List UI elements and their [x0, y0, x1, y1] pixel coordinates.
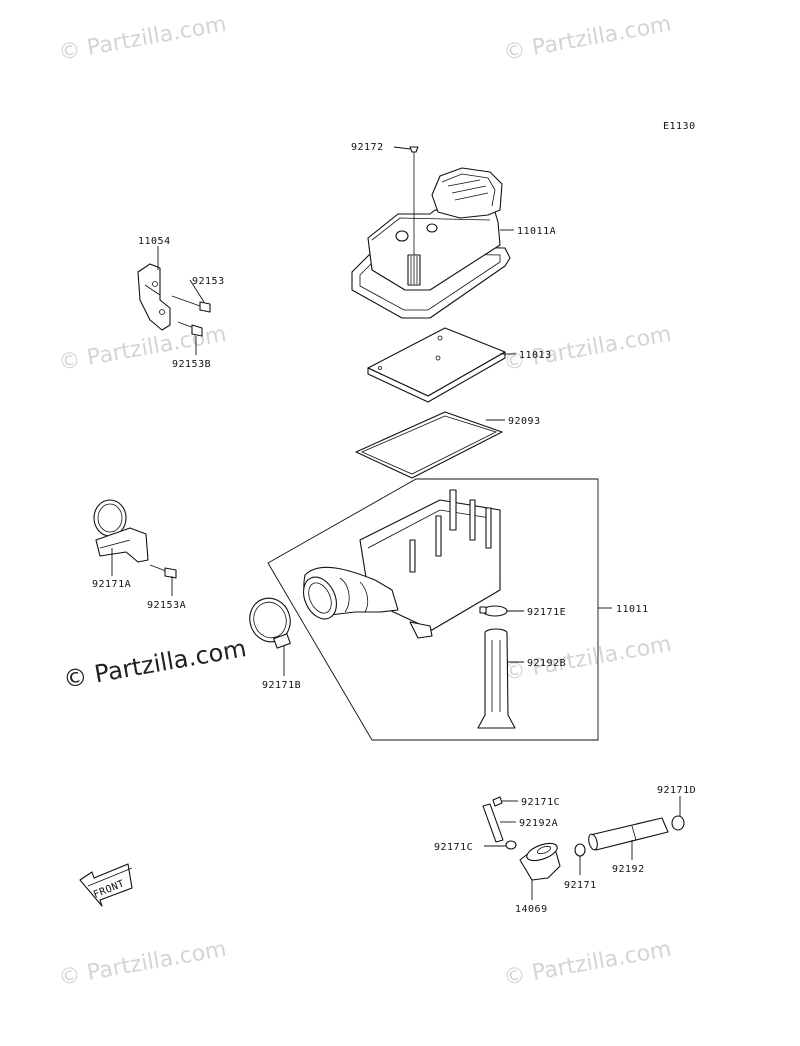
- watermark: © Partzilla.com: [502, 12, 674, 66]
- bracket-11054-drawing: [137, 263, 171, 331]
- part-label-92171C-top: 92171C: [521, 797, 560, 808]
- air-cleaner-case-drawing: [302, 489, 501, 639]
- part-label-92171A: 92171A: [92, 579, 131, 590]
- drain-tube-92192B-drawing: [477, 628, 516, 729]
- clamp-92171A-drawing: [93, 499, 149, 563]
- part-label-11011A: 11011A: [517, 226, 556, 237]
- clamp-92171E-drawing: [479, 605, 508, 617]
- watermark: © Partzilla.com: [502, 937, 674, 991]
- watermark: © Partzilla.com: [502, 322, 674, 376]
- part-label-92171: 92171: [564, 880, 597, 891]
- clamp-92171B-drawing: [249, 597, 291, 649]
- part-labels: 92172 11011A 11054 92153 92153B 11013 92…: [92, 142, 696, 915]
- diagram-code: E1130: [663, 121, 696, 132]
- assembly-outline: [267, 478, 599, 741]
- bolt-92153B-drawing: [177, 321, 203, 337]
- breather-parts-drawing: [482, 796, 685, 881]
- watermark-main: © Partzilla.com: [61, 634, 248, 694]
- gasket-drawing: [355, 411, 503, 479]
- part-label-14069: 14069: [515, 904, 548, 915]
- air-filter-drawing: [367, 327, 506, 403]
- front-arrow: FRONT: [79, 863, 133, 907]
- part-label-92192B: 92192B: [527, 658, 566, 669]
- part-label-92171E: 92171E: [527, 607, 566, 618]
- part-label-92171B: 92171B: [262, 680, 301, 691]
- part-label-92171C-left: 92171C: [434, 842, 473, 853]
- part-label-11011: 11011: [616, 604, 649, 615]
- bolt-92153A-drawing: [149, 564, 177, 579]
- watermark: © Partzilla.com: [57, 937, 229, 991]
- part-label-11013: 11013: [519, 350, 552, 361]
- part-label-92171D: 92171D: [657, 785, 696, 796]
- bolt-92153-drawing: [171, 295, 211, 313]
- part-label-92153A: 92153A: [147, 600, 186, 611]
- part-label-92153: 92153: [192, 276, 225, 287]
- part-label-92192A: 92192A: [519, 818, 558, 829]
- part-label-11054: 11054: [138, 236, 171, 247]
- part-label-92192: 92192: [612, 864, 645, 875]
- leader-lines: [111, 146, 681, 900]
- part-label-92172: 92172: [351, 142, 384, 153]
- watermark: © Partzilla.com: [57, 12, 229, 66]
- part-label-92153B: 92153B: [172, 359, 211, 370]
- part-label-92093: 92093: [508, 416, 541, 427]
- air-cleaner-cover-drawing: [351, 146, 511, 319]
